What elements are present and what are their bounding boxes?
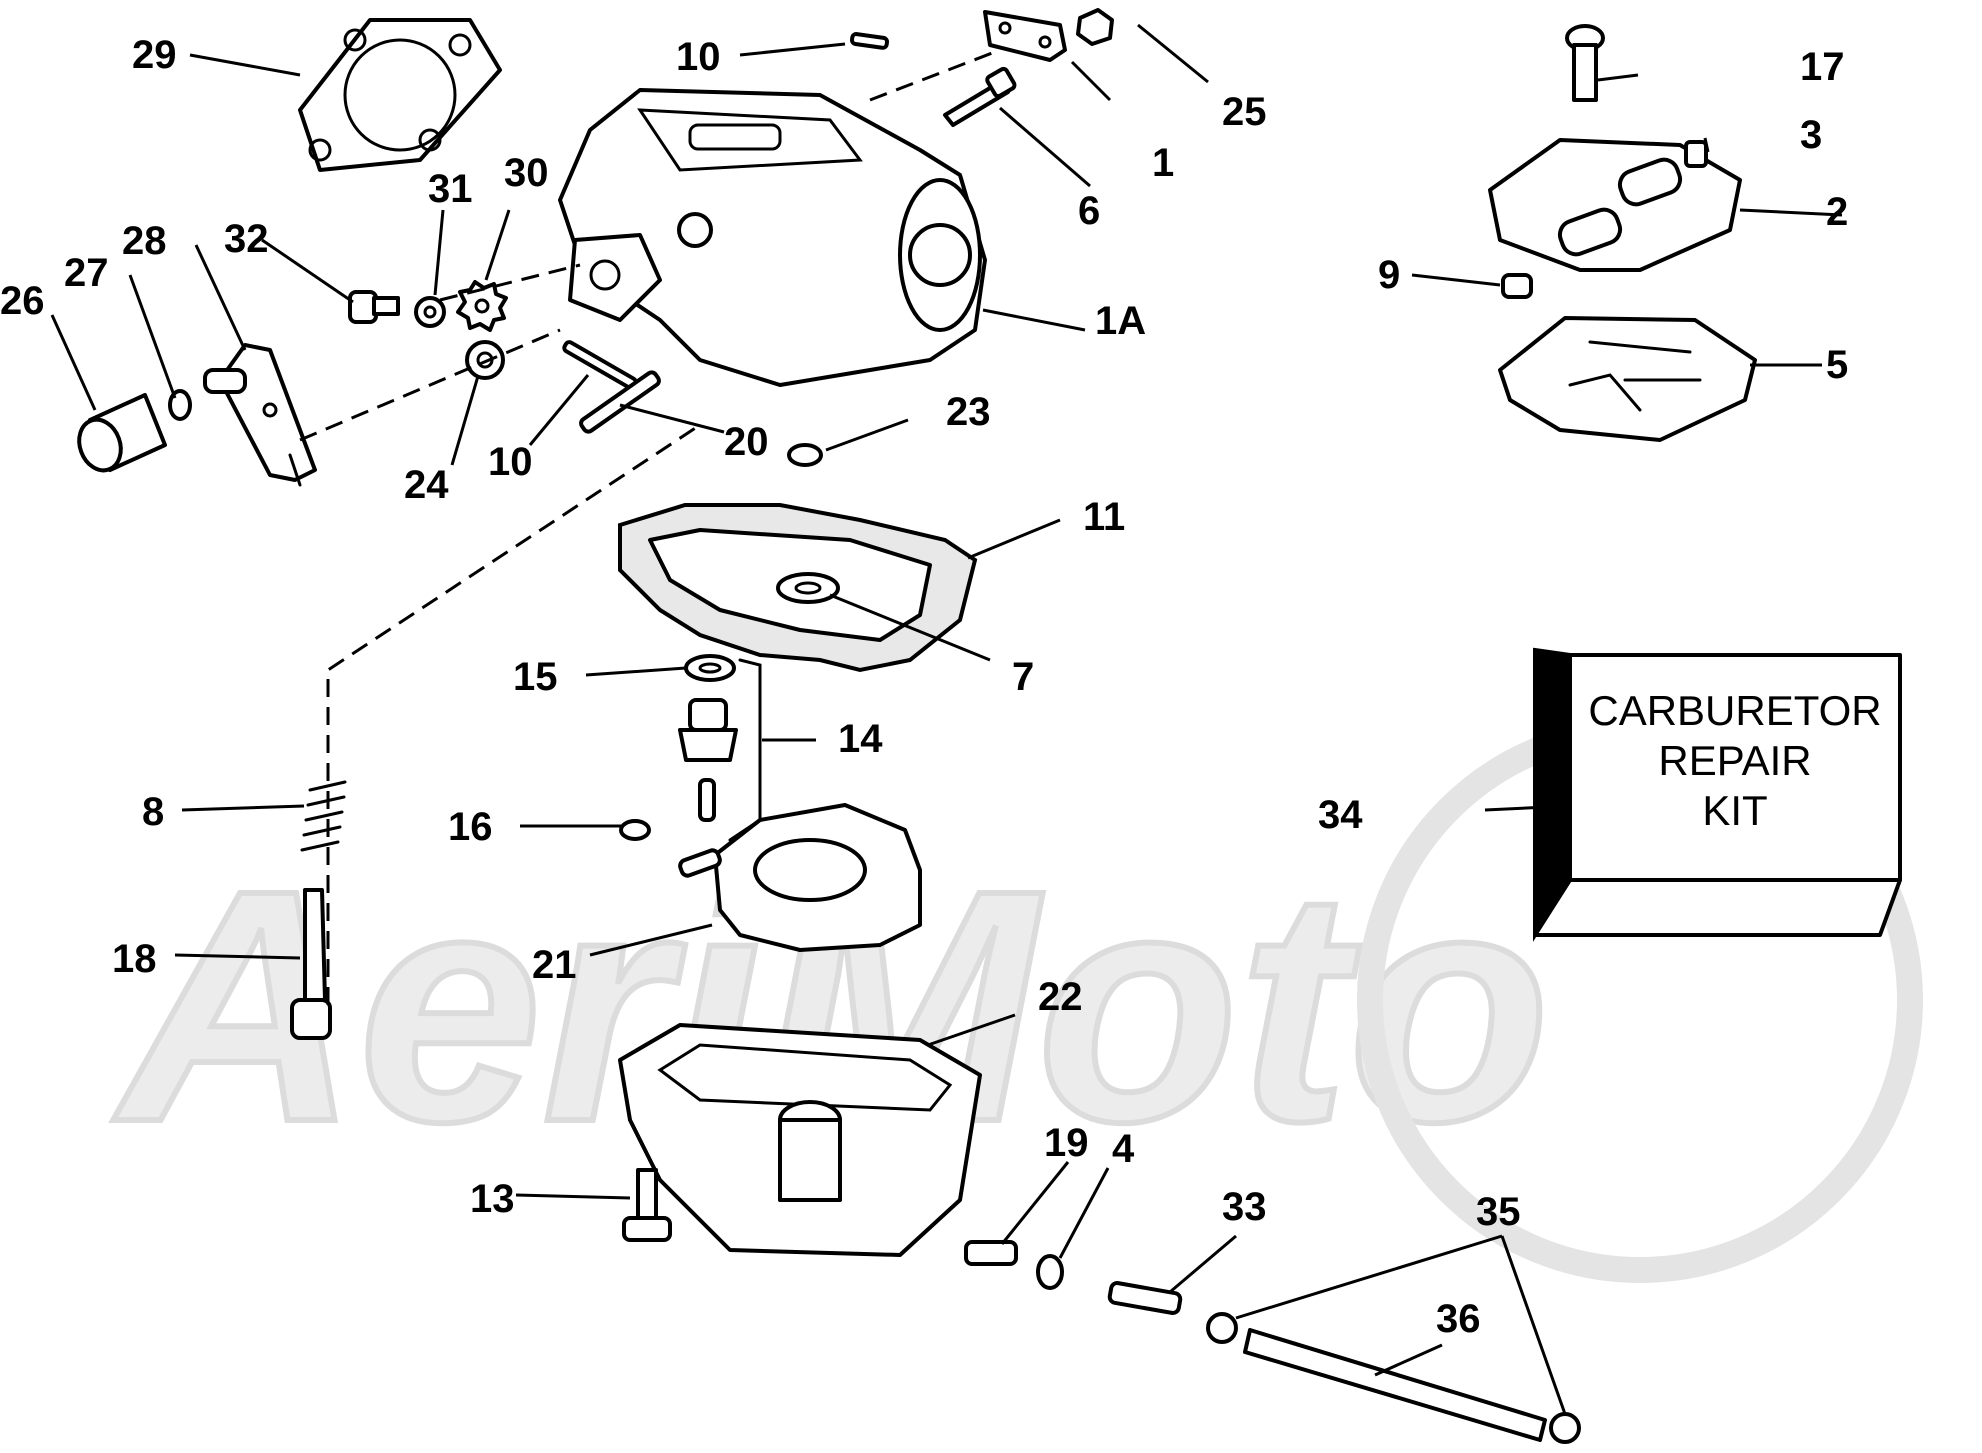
part-3-fitting: [1684, 140, 1708, 168]
part-13-screw: [622, 1168, 672, 1242]
label-15: 15: [513, 655, 558, 699]
label-22: 22: [1038, 975, 1083, 1019]
part-9-screw: [1501, 273, 1533, 299]
label-28: 28: [122, 219, 167, 263]
part-19-plug: [964, 1240, 1018, 1266]
label-17: 17: [1800, 45, 1845, 89]
part-24-clip: [465, 340, 505, 380]
part-16-clip: [619, 819, 651, 841]
label-13: 13: [470, 1177, 515, 1221]
label-4: 4: [1112, 1127, 1135, 1171]
label-35: 35: [1476, 1190, 1521, 1234]
label-7: 7: [1012, 655, 1034, 699]
assembly-dash-lines: [299, 48, 1001, 1005]
label-23: 23: [946, 390, 991, 434]
label-21: 21: [532, 943, 577, 987]
part-5-diaphragm: [1498, 316, 1757, 442]
label-30: 30: [504, 151, 549, 195]
kit-line-3: KIT: [1702, 787, 1767, 834]
part-17-screw: [1565, 24, 1605, 102]
part-25-nut: [1076, 8, 1114, 46]
label-24: 24: [404, 463, 449, 507]
part-32-screw: [348, 290, 400, 324]
label-10-lower: 10: [488, 440, 533, 484]
label-19: 19: [1044, 1121, 1089, 1165]
label-29: 29: [132, 33, 177, 77]
part-10-pin-lower: [562, 340, 638, 390]
label-25: 25: [1222, 90, 1267, 134]
part-10-pin-top: [849, 32, 890, 50]
part-1a-carburetor-body: [558, 88, 987, 387]
part-4-washer: [1036, 1254, 1064, 1290]
part-26-bushing: [77, 393, 167, 473]
label-6: 6: [1078, 189, 1100, 233]
part-14-needle-valve-seat: [678, 698, 738, 762]
label-36: 36: [1436, 1297, 1481, 1341]
part-6-screw: [943, 66, 1017, 127]
part-22-float-bowl: [618, 1023, 982, 1257]
label-27: 27: [64, 251, 109, 295]
leader-lines: [50, 23, 1843, 1415]
part-15-washer: [684, 654, 736, 682]
label-9: 9: [1378, 253, 1400, 297]
part-7-diaphragm: [776, 572, 840, 604]
label-34: 34: [1318, 793, 1363, 837]
label-31: 31: [428, 167, 473, 211]
label-18: 18: [112, 937, 157, 981]
label-10-top: 10: [676, 35, 721, 79]
part-29-flange-gasket: [298, 18, 502, 172]
label-1: 1: [1152, 141, 1174, 185]
part-14-needle: [698, 778, 716, 822]
label-11: 11: [1083, 495, 1125, 539]
label-5: 5: [1826, 343, 1848, 387]
part-20-screw: [579, 370, 661, 434]
label-16: 16: [448, 805, 493, 849]
part-34-repair-kit-box: CARBURETOR REPAIR KIT: [1533, 647, 1902, 942]
part-8-spring: [300, 780, 347, 852]
label-33: 33: [1222, 1185, 1267, 1229]
label-20: 20: [724, 420, 769, 464]
label-3: 3: [1800, 113, 1822, 157]
part-36-hose: [1243, 1328, 1547, 1442]
part-14-bracket-line: [728, 658, 762, 842]
part-21-float: [678, 803, 922, 952]
part-18-needle-screw: [290, 888, 332, 1040]
label-8: 8: [142, 790, 164, 834]
part-1-plate: [983, 10, 1067, 62]
part-2-fuel-pump-cover: [1488, 138, 1742, 272]
label-26: 26: [0, 279, 45, 323]
part-28-lever: [203, 343, 317, 487]
part-33-fitting: [1107, 1281, 1183, 1315]
label-14: 14: [838, 717, 883, 761]
label-1a: 1A: [1095, 299, 1146, 343]
label-2: 2: [1826, 190, 1848, 234]
part-23-plug: [787, 443, 823, 467]
part-35-clamp-left: [1206, 1312, 1238, 1344]
kit-line-1: CARBURETOR: [1588, 687, 1881, 734]
part-35-clamp-right: [1549, 1412, 1581, 1444]
callout-labels: 29 10 25 1 6 1A 17 3 2 9 5 31 30 32 28 2…: [0, 33, 1848, 1341]
part-31-washer: [414, 296, 446, 328]
kit-line-2: REPAIR: [1658, 737, 1811, 784]
label-32: 32: [224, 217, 269, 261]
